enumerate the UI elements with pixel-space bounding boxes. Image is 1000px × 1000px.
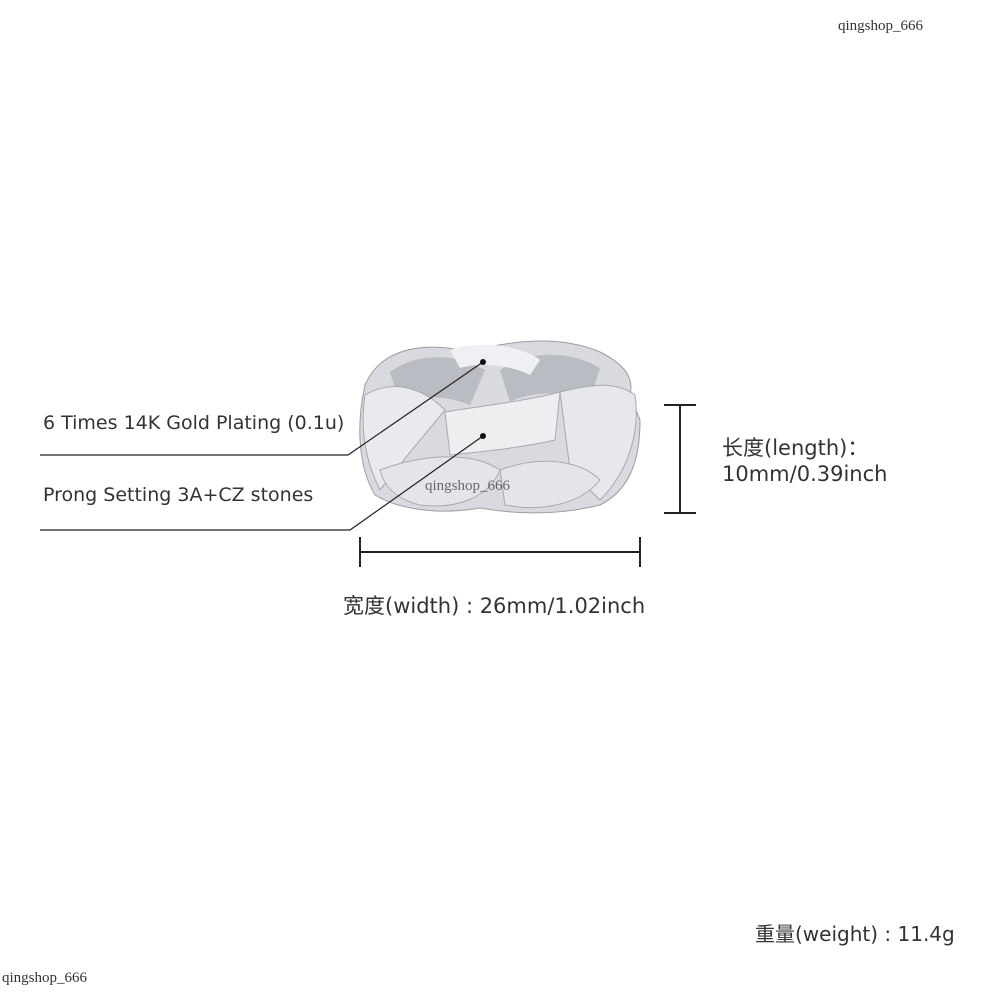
callout-lines [40,361,484,531]
width-dimension [359,537,641,567]
watermark-bottom-left: qingshop_666 [2,970,88,986]
width-label: 宽度(width) : 26mm/1.02inch [343,594,646,618]
length-value: 10mm/0.39inch [722,462,888,486]
length-dimension [664,404,696,514]
length-label: 长度(length)： [722,436,869,460]
callout-plating-label: 6 Times 14K Gold Plating (0.1u) [43,412,345,434]
weight-label: 重量(weight) : 11.4g [755,922,955,946]
ring-illustration [359,340,641,514]
callout-setting-label: Prong Setting 3A+CZ stones [43,484,314,506]
watermark-center: qingshop_666 [425,478,511,494]
watermark-top-right: qingshop_666 [838,18,924,34]
